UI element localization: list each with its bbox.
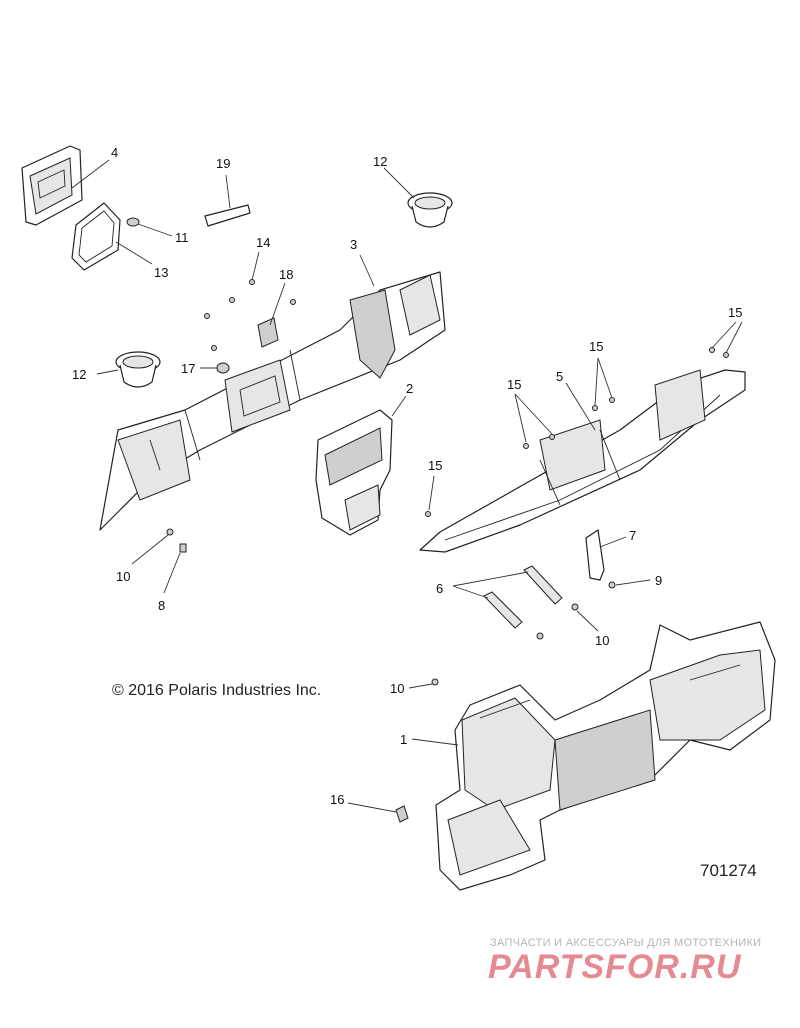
callout-4: 4 <box>111 145 118 160</box>
part-11-clip <box>126 217 140 227</box>
part-2-center-console <box>315 409 393 536</box>
callout-5: 5 <box>556 369 563 384</box>
part-7-bracket <box>585 529 605 581</box>
callout-6: 6 <box>436 581 443 596</box>
watermark-tagline: ЗАПЧАСТИ И АКСЕССУАРЫ ДЛЯ МОТОТЕХНИКИ <box>490 937 761 949</box>
callout-15-low: 15 <box>428 458 442 473</box>
part-13-seal <box>71 202 121 271</box>
callout-15-right: 15 <box>728 305 742 320</box>
callout-12-left: 12 <box>72 367 86 382</box>
callout-2: 2 <box>406 381 413 396</box>
callout-labels: 4 19 12 11 14 3 13 18 15 15 17 12 5 15 2… <box>72 145 742 807</box>
fasteners-upper <box>204 279 296 374</box>
callout-15-mid: 15 <box>589 339 603 354</box>
callout-10-low: 10 <box>390 681 404 696</box>
callout-13: 13 <box>154 265 168 280</box>
part-15-fasteners <box>425 347 729 517</box>
part-5-right-dash-tray <box>419 369 746 553</box>
callout-19: 19 <box>216 156 230 171</box>
part-6-brackets <box>483 565 563 629</box>
part-9-screw <box>608 581 616 589</box>
callout-17: 17 <box>181 361 195 376</box>
part-12-cupholder-top <box>407 192 453 228</box>
callout-3: 3 <box>350 237 357 252</box>
part-1-lower-dash <box>435 621 776 891</box>
callout-12-top: 12 <box>373 154 387 169</box>
watermark-brand: PARTSFOR.RU <box>488 948 742 986</box>
callout-16: 16 <box>330 792 344 807</box>
callout-10-mid: 10 <box>595 633 609 648</box>
callout-15-left: 15 <box>507 377 521 392</box>
callout-14: 14 <box>256 235 270 250</box>
part-12-cupholder-left <box>115 351 161 388</box>
part-3-upper-dash <box>99 271 446 531</box>
callout-7: 7 <box>629 528 636 543</box>
callout-8: 8 <box>158 598 165 613</box>
drawing-number: 701274 <box>700 861 757 880</box>
part-4-glovebox-door <box>21 145 83 226</box>
callout-18: 18 <box>279 267 293 282</box>
callout-9: 9 <box>655 573 662 588</box>
part-19-trim-strip <box>204 204 251 227</box>
leader-lines <box>71 159 743 813</box>
callout-11: 11 <box>175 230 189 245</box>
fasteners-middle <box>166 528 579 686</box>
part-18-bracket <box>257 317 279 348</box>
callout-10-left: 10 <box>116 569 130 584</box>
part-16-clip <box>395 805 409 823</box>
callout-1: 1 <box>400 732 407 747</box>
copyright-text: © 2016 Polaris Industries Inc. <box>112 682 321 699</box>
